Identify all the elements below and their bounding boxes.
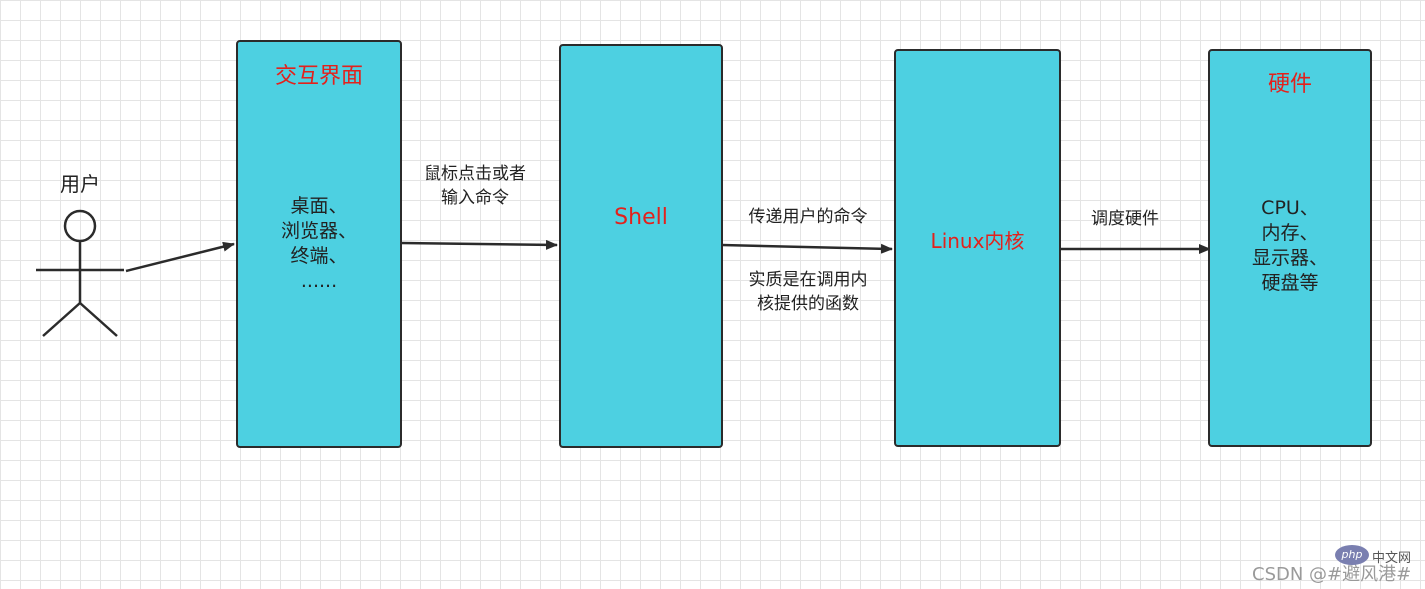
php-site-label: 中文网: [1372, 551, 1412, 566]
hardware-box: [1208, 49, 1372, 447]
hardware-item: CPU、: [1261, 197, 1319, 219]
edge-label-line: 核提供的函数: [757, 294, 859, 314]
php-logo-icon: php: [1335, 545, 1369, 565]
hardware-box-items: CPU、 内存、 显示器、 硬盘等: [1208, 196, 1372, 296]
arrow-shell-to-kernel: [721, 243, 893, 254]
interface-item: ......: [300, 270, 338, 292]
edge-label-line: 实质是在调用内: [748, 270, 868, 290]
edge-label-shell-to-kernel-bottom: 实质是在调用内 核提供的函数: [733, 268, 883, 316]
interface-box-title: 交互界面: [274, 64, 363, 89]
edge-label-line: 输入命令: [441, 188, 509, 208]
interface-box: [236, 40, 402, 448]
user-label: 用户: [60, 172, 100, 196]
shell-box-title: Shell: [614, 205, 668, 230]
edge-label-interface-to-shell: 鼠标点击或者 输入命令: [405, 162, 545, 210]
edge-label-kernel-to-hardware: 调度硬件: [1091, 209, 1159, 229]
user-actor-icon: [36, 209, 124, 337]
edge-label-shell-to-kernel-top: 传递用户的命令: [748, 207, 868, 227]
arrow-user-to-interface: [125, 241, 235, 273]
interface-item: 桌面、: [290, 195, 348, 217]
shell-box: [559, 44, 723, 448]
hardware-item: 显示器、: [1251, 247, 1328, 269]
edge-label-line: 鼠标点击或者: [424, 164, 526, 184]
interface-item: 浏览器、: [280, 220, 357, 242]
arrow-interface-to-shell: [400, 239, 558, 250]
hardware-item: 内存、: [1261, 222, 1319, 244]
kernel-box-title: Linux内核: [930, 229, 1025, 253]
kernel-box: [894, 49, 1061, 447]
interface-box-items: 桌面、 浏览器、 终端、 ......: [236, 194, 402, 294]
hardware-box-title: 硬件: [1267, 72, 1312, 97]
hardware-item: 硬盘等: [1261, 272, 1319, 294]
interface-item: 终端、: [290, 245, 348, 267]
watermark-text: CSDN @#避风港#: [1252, 564, 1412, 585]
